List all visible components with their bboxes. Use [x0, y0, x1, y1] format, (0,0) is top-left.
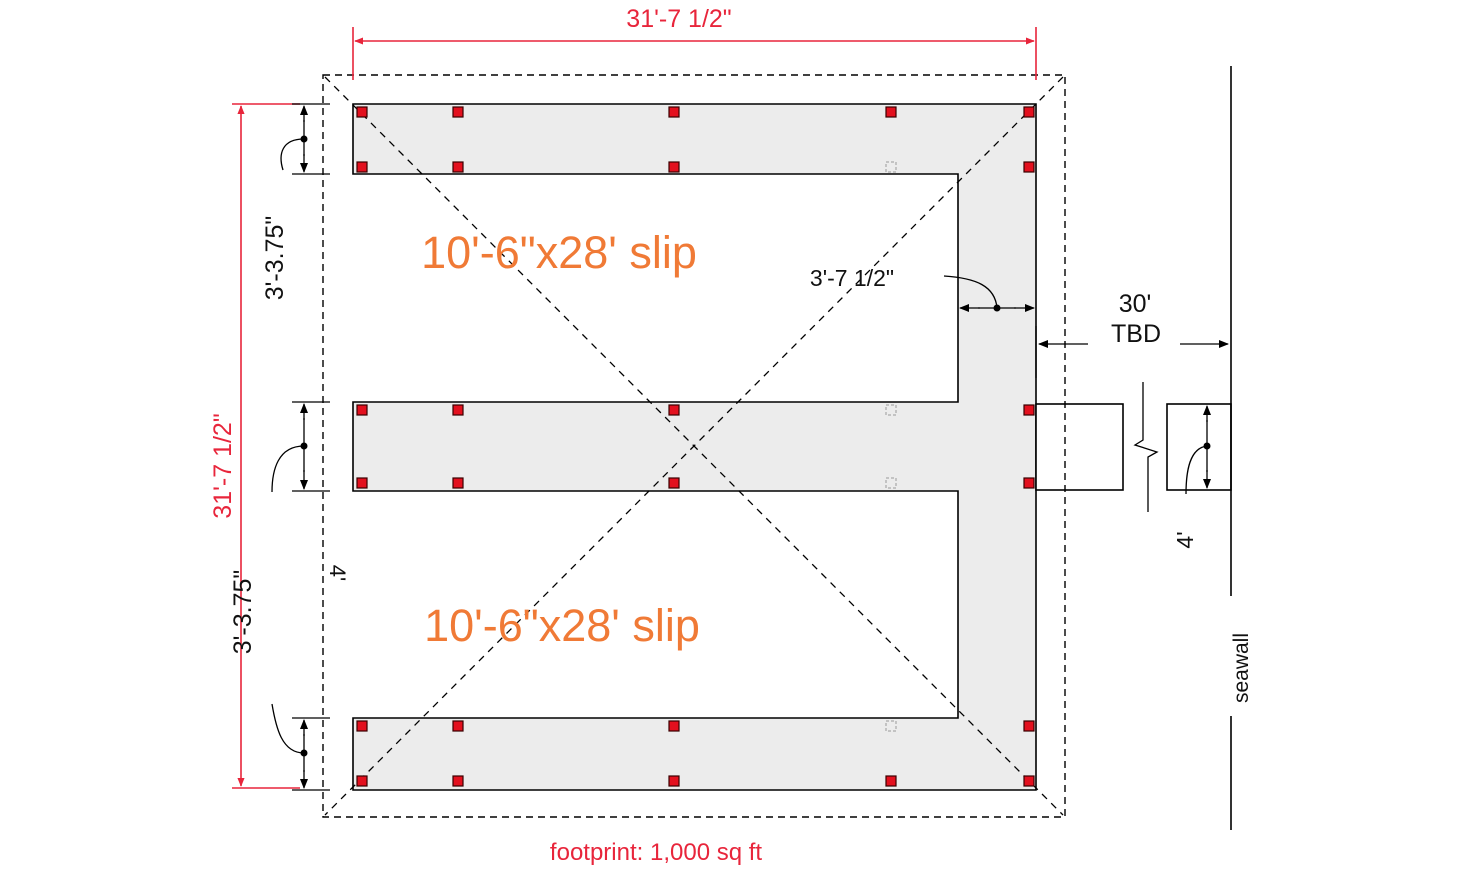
- pile: [1023, 106, 1035, 118]
- gangway-length-label: 30': [1119, 290, 1152, 318]
- gangway-width-label: 4': [1172, 531, 1198, 548]
- pile: [356, 106, 368, 118]
- footprint-label: footprint: 1,000 sq ft: [550, 839, 762, 866]
- spine-width-label: 3'-7 1/2": [810, 265, 894, 291]
- top-width-label: 31'-7 1/2": [626, 5, 731, 33]
- pile: [452, 161, 464, 173]
- slip-label-lower: 10'-6"x28' slip: [424, 600, 700, 651]
- gangway-seawall-side: [1166, 403, 1232, 491]
- seawall-label: seawall: [1230, 633, 1253, 703]
- ghost-pile: [885, 720, 897, 732]
- lower-finger-spacing-label: 3'-3.75": [229, 570, 257, 655]
- pile: [452, 477, 464, 489]
- left-height-dimension: 31'-7 1/2": [209, 103, 300, 789]
- left-walkway-width-label: 4': [325, 565, 350, 581]
- ghost-pile: [885, 161, 897, 173]
- pile: [1023, 477, 1035, 489]
- spine-width-callout: 3'-7 1/2": [810, 265, 1035, 312]
- gangway-break-line: [1133, 382, 1159, 512]
- ghost-pile: [885, 404, 897, 416]
- pile: [356, 775, 368, 787]
- upper-finger-spacing-label: 3'-3.75": [261, 216, 289, 301]
- pile: [452, 404, 464, 416]
- pile: [452, 720, 464, 732]
- walkway-callout-top: [280, 105, 308, 173]
- pile: [1023, 161, 1035, 173]
- pile: [452, 775, 464, 787]
- top-width-dimension: 31'-7 1/2": [352, 5, 1037, 80]
- pile: [885, 775, 897, 787]
- pile: [452, 106, 464, 118]
- pile: [668, 404, 680, 416]
- gangway-length-callout: 30' TBD: [1035, 290, 1229, 378]
- walkway-callout-middle: [271, 403, 308, 493]
- pile: [668, 106, 680, 118]
- pile: [356, 477, 368, 489]
- pile: [885, 106, 897, 118]
- gangway-dock-side: [1035, 403, 1124, 491]
- pile: [1023, 775, 1035, 787]
- pile: [668, 161, 680, 173]
- pile-markers: [356, 106, 1035, 787]
- pile: [1023, 720, 1035, 732]
- gangway-width-callout: 4': [1172, 405, 1211, 549]
- diagonal-tr-bl: [324, 76, 1064, 816]
- pile: [668, 720, 680, 732]
- slip-label-upper: 10'-6"x28' slip: [421, 227, 697, 278]
- pile: [1023, 404, 1035, 416]
- pile: [668, 477, 680, 489]
- pile: [356, 161, 368, 173]
- gangway-note-label: TBD: [1111, 320, 1161, 348]
- pile: [356, 404, 368, 416]
- pile: [668, 775, 680, 787]
- walkway-callout-bottom: [271, 703, 308, 789]
- footprint-boundary: [322, 74, 1066, 818]
- black-extension-lines: [292, 103, 330, 791]
- left-height-label: 31'-7 1/2": [209, 413, 237, 518]
- ghost-pile-markers: [885, 161, 897, 732]
- pile: [356, 720, 368, 732]
- ghost-pile: [885, 477, 897, 489]
